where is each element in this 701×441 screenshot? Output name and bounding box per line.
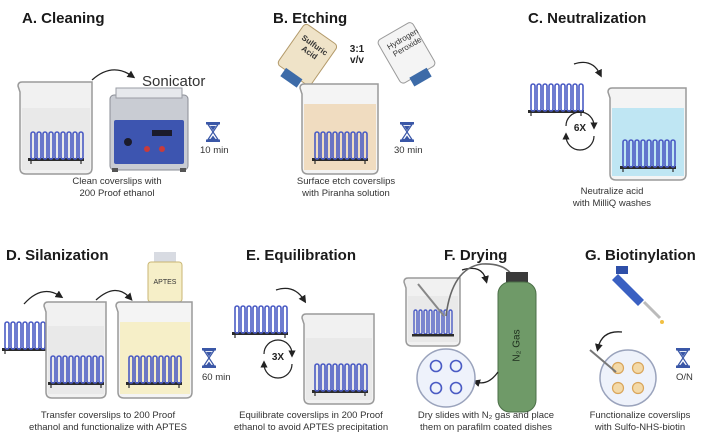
panel-g-caption: Functionalize coverslips with Sulfo-NHS-…	[584, 410, 696, 434]
panel-d-ethanol-beaker	[43, 301, 107, 399]
panel-b-timer: 30 min	[394, 145, 423, 156]
repeat-cycle-icon	[562, 111, 598, 151]
panel-f-beaker	[403, 277, 461, 347]
sonicator-icon	[109, 87, 189, 172]
panel-a-arrow	[91, 69, 136, 81]
panel-e-beaker	[301, 313, 375, 405]
panel-c-arrow	[573, 61, 602, 78]
panel-e-arrow	[275, 287, 307, 304]
nitrogen-tank-icon	[497, 272, 537, 413]
mix-ratio-unit: v/v	[350, 55, 364, 66]
panel-b-caption-line-2: with Piranha solution	[302, 188, 390, 199]
repeat-cycle-icon	[260, 339, 296, 379]
panel-b-title: B. Etching	[273, 10, 348, 27]
panel-c-caption: Neutralize acid with MilliQ washes	[562, 186, 662, 210]
hourglass-icon	[205, 121, 221, 143]
panel-f-arrow-2	[472, 371, 499, 387]
panel-b-caption-line-1: Surface etch coverslips	[296, 176, 396, 187]
panel-a-timer: 10 min	[200, 145, 229, 156]
panel-d-title: D. Silanization	[6, 247, 109, 264]
panel-c-caption-line-2: with MilliQ washes	[572, 198, 652, 209]
panel-c-caption-line-1: Neutralize acid	[580, 186, 644, 197]
pipette-icon	[612, 266, 664, 324]
panel-f-arrow-1	[461, 267, 489, 284]
panel-b-caption: Surface etch coverslips with Piranha sol…	[286, 176, 406, 200]
panel-f-title: F. Drying	[444, 247, 508, 264]
panel-d-aptes-beaker	[115, 301, 193, 399]
biotin-dish-icon	[589, 349, 657, 407]
panel-g-caption-line-2: with Sulfo-NHS-biotin	[594, 422, 686, 433]
hourglass-icon	[201, 347, 217, 369]
mix-ratio-value: 3:1	[349, 44, 365, 55]
panel-g-timer: O/N	[676, 372, 693, 383]
hourglass-icon	[675, 347, 691, 369]
panel-a-caption: Clean coverslips with 200 Proof ethanol	[52, 176, 182, 200]
panel-e-caption-line-1: Equilibrate coverslips in 200 Proof	[239, 410, 383, 421]
panel-d-caption-line-1: Transfer coverslips to 200 Proof	[40, 410, 176, 421]
panel-g-caption-line-1: Functionalize coverslips	[589, 410, 691, 421]
panel-e-repeat: 3X	[271, 352, 285, 363]
panel-c-beaker	[607, 87, 687, 181]
panel-a-title: A. Cleaning	[22, 10, 105, 27]
panel-b-beaker	[299, 83, 379, 175]
panel-d-caption-line-2: ethanol and functionalize with APTES	[29, 422, 187, 433]
panel-c-rack	[527, 83, 585, 117]
panel-c-title: C. Neutralization	[528, 10, 647, 27]
aptes-vial-label: APTES	[153, 279, 177, 286]
sonicator-label: Sonicator	[142, 73, 206, 90]
hydrogen-peroxide-bottle-icon	[377, 22, 436, 87]
mix-ratio: 3:1 v/v	[344, 44, 370, 66]
sulfuric-acid-bottle-icon	[277, 23, 338, 88]
panel-a-caption-line-2: 200 Proof ethanol	[79, 188, 155, 199]
panel-e-caption-line-2: ethanol to avoid APTES precipitation	[233, 422, 389, 433]
nitrogen-tank-label: N₂ Gas	[511, 329, 523, 362]
panel-a-caption-line-1: Clean coverslips with	[72, 176, 162, 187]
panel-d-timer: 60 min	[202, 372, 231, 383]
panel-f-caption-line-1: Dry slides with N₂ gas and place	[417, 410, 555, 421]
panel-f-caption: Dry slides with N₂ gas and place them on…	[404, 410, 568, 434]
panel-e-title: E. Equilibration	[246, 247, 357, 264]
panel-e-caption: Equilibrate coverslips in 200 Proof etha…	[218, 410, 404, 434]
panel-d-arrow-1	[23, 290, 64, 305]
panel-d-arrow-2	[95, 289, 133, 301]
panel-f-caption-line-2: them on parafilm coated dishes	[419, 422, 553, 433]
hourglass-icon	[399, 121, 415, 143]
panel-e-rack	[231, 305, 289, 339]
panel-g-arrow	[595, 331, 623, 352]
parafilm-dish-icon	[416, 348, 476, 408]
panel-d-caption: Transfer coverslips to 200 Proof ethanol…	[18, 410, 198, 434]
panel-a-beaker	[17, 81, 93, 175]
panel-g-title: G. Biotinylation	[585, 247, 696, 264]
panel-c-repeat: 6X	[573, 123, 587, 134]
